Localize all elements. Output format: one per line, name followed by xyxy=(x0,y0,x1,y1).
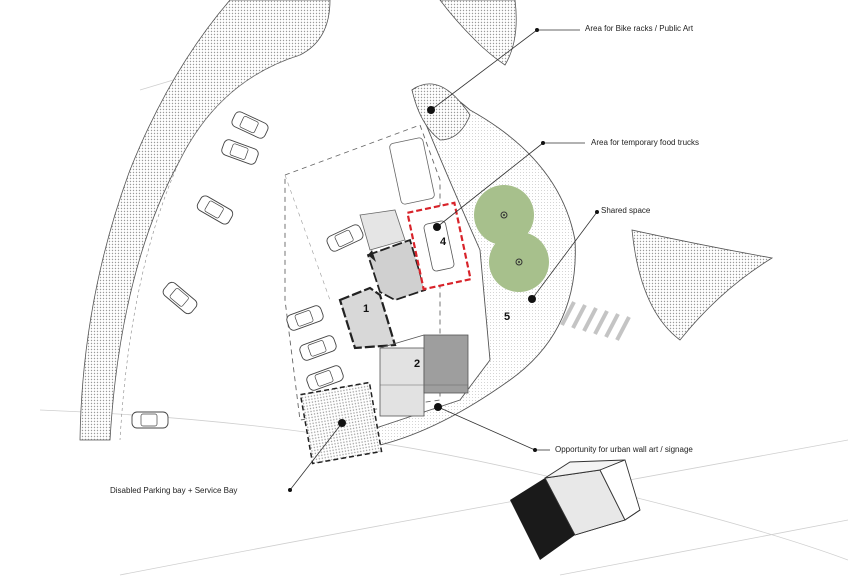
traffic-island-right xyxy=(631,229,774,341)
pedestrian-crossing xyxy=(560,301,631,341)
food-trucks-label: Area for temporary food trucks xyxy=(591,138,700,147)
building-annex-outline xyxy=(359,209,406,251)
wall-art-label: Opportunity for urban wall art / signage xyxy=(555,445,693,454)
marker-dots xyxy=(288,28,599,492)
building-1 xyxy=(338,286,397,350)
site-boundary xyxy=(284,124,441,421)
top-strip xyxy=(439,0,517,66)
building-2-dark xyxy=(423,334,469,394)
bike-racks-label: Area for Bike racks / Public Art xyxy=(585,24,694,33)
shared-space-area xyxy=(369,85,576,446)
zone-4-label: 4 xyxy=(440,236,447,248)
building-annex xyxy=(366,238,427,301)
zone-2-label: 2 xyxy=(414,358,421,370)
road-lines xyxy=(39,59,848,576)
disabled-parking-label: Disabled Parking bay + Service Bay xyxy=(110,486,238,495)
zone-5-label: 5 xyxy=(504,311,511,323)
building-2-light xyxy=(379,347,425,417)
parking-lane-left xyxy=(119,54,301,441)
isometric-building xyxy=(510,459,641,560)
boundary-line xyxy=(284,174,331,301)
food-truck-outline xyxy=(389,137,435,205)
bike-area xyxy=(411,83,471,141)
shared-space-label: Shared space xyxy=(601,206,651,215)
parking-strip-left xyxy=(79,0,331,441)
zone-1-label: 1 xyxy=(363,303,370,315)
leader-lines xyxy=(289,29,598,491)
